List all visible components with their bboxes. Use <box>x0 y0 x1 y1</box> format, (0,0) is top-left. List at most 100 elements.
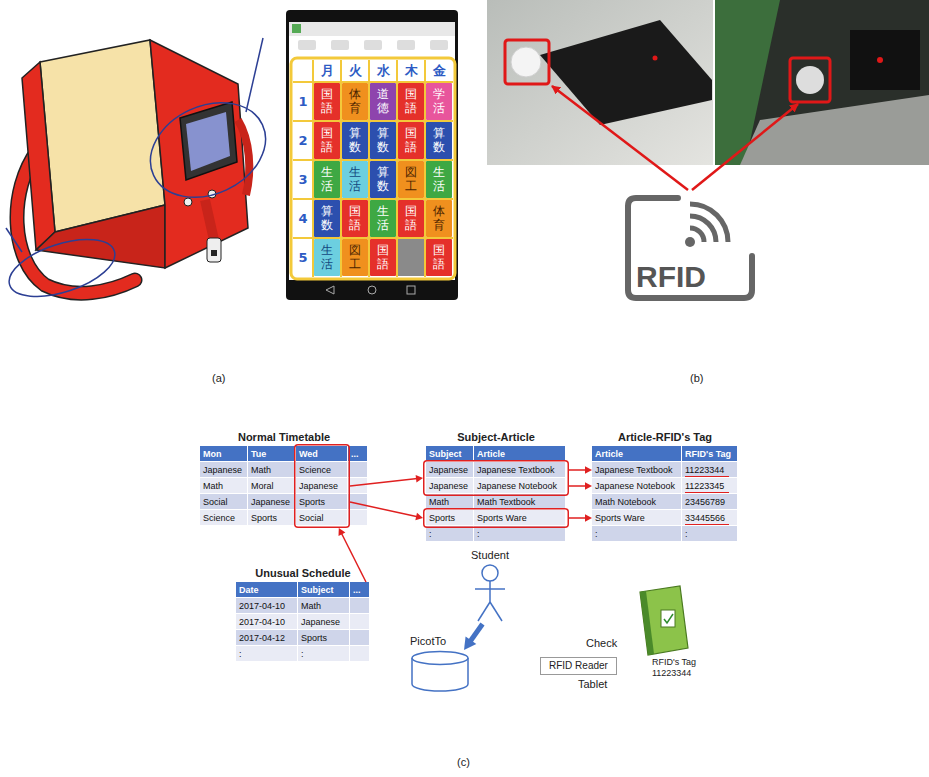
tablet-screenshot <box>286 10 458 300</box>
subject-label: 国語 <box>433 244 445 270</box>
cylinder-shape <box>410 650 470 692</box>
buckle <box>207 238 221 262</box>
device-label: Tablet <box>578 678 607 691</box>
table-header-cell: Subject <box>298 582 350 598</box>
connector-arrow <box>464 624 483 650</box>
table-cell-background <box>348 510 367 525</box>
tag-sticker <box>661 610 675 627</box>
table-title: Article-RFID's Tag <box>618 431 712 443</box>
table-cell-background <box>474 526 565 541</box>
arrow-head <box>416 475 423 483</box>
timetable-cell: 算数 <box>426 122 452 159</box>
stud <box>184 198 192 206</box>
tablet-frame <box>180 102 237 180</box>
book <box>640 586 688 655</box>
data-table: Article-RFID's TagArticleRFID's TagJapan… <box>592 446 738 542</box>
subject-label: 道徳 <box>377 88 389 114</box>
table-header-cell: ... <box>348 446 368 462</box>
figure-label: Student <box>465 548 515 562</box>
day-header: 火 <box>341 60 369 82</box>
strap-outline <box>17 150 135 293</box>
day-header: 月 <box>313 60 341 82</box>
subject-label: 生活 <box>433 166 445 192</box>
pointer-line <box>6 228 22 252</box>
highlight-outline: SportsSports Ware <box>423 508 569 528</box>
photo-divider <box>713 0 715 165</box>
buckle-strap <box>205 200 214 240</box>
back-panel <box>40 40 165 232</box>
figure-body <box>489 581 491 602</box>
flap <box>150 40 248 268</box>
table-cell: 2017-04-12 <box>236 630 298 646</box>
nav-back <box>326 286 334 294</box>
timetable-cell: 生活 <box>314 239 340 276</box>
table-cell: Math <box>298 598 350 614</box>
timetable-cell: 国語 <box>398 83 424 120</box>
toolbar-button <box>397 40 415 50</box>
tag-label: RFID's Tag <box>652 657 696 668</box>
table-cell: : <box>682 526 738 542</box>
table-header-cell: Article <box>474 446 566 462</box>
app-bar <box>289 22 455 36</box>
panel-label: (b) <box>690 372 703 385</box>
table-cell: Math <box>248 462 296 478</box>
table-cell-background <box>348 478 367 493</box>
led <box>877 57 883 63</box>
arrow-head <box>464 636 476 650</box>
timetable-cell: 生活 <box>370 200 396 237</box>
highlight-ellipse <box>135 85 281 215</box>
connector-arrow <box>569 466 592 474</box>
stud <box>208 190 216 198</box>
timetable-cell: 生活 <box>314 161 340 198</box>
table-header-cell: Mon <box>200 446 248 462</box>
table-cell-background <box>350 614 369 629</box>
figure-arms <box>475 588 505 590</box>
figure-leg <box>478 602 490 621</box>
nav-recent <box>407 286 415 294</box>
table-cell: Japanese <box>248 494 296 510</box>
pointer-arrow <box>692 104 798 190</box>
table-cell: Sports <box>248 510 296 526</box>
bottom-band <box>36 205 165 268</box>
tag-underline <box>685 524 729 526</box>
timetable-cell: 体育 <box>342 83 368 120</box>
subject-label: 国語 <box>405 88 417 114</box>
student-figure: Student <box>465 548 515 624</box>
connector-line <box>569 469 586 471</box>
table-cell: Sports Ware <box>474 510 566 526</box>
table-cell: Sports <box>296 494 348 510</box>
subject-label: 国語 <box>321 88 333 114</box>
icon-label: RFID <box>636 262 706 292</box>
empty-cell <box>398 239 424 276</box>
table-cell: Math <box>426 494 474 510</box>
toolbar-button <box>298 40 316 50</box>
arrow-head <box>585 514 592 522</box>
highlight-outline: WedScienceJapaneseSportsSocial <box>294 444 350 528</box>
tag-underline <box>685 476 729 478</box>
period-number: 1 <box>293 82 313 121</box>
table-cell-background <box>350 598 369 613</box>
box-label: RFID Reader <box>549 659 608 673</box>
timetable-cell: 算数 <box>342 122 368 159</box>
circuit-board <box>850 30 920 90</box>
book-spine <box>640 591 654 655</box>
table-cell: 33445566 <box>682 510 738 526</box>
led <box>653 56 658 61</box>
rfid-tag <box>511 47 541 77</box>
timetable-cell: 国語 <box>314 83 340 120</box>
highlight-box <box>505 40 549 84</box>
timetable-cell: 図工 <box>398 161 424 198</box>
highlight-ellipse <box>2 228 121 308</box>
subject-label: 算数 <box>433 127 445 153</box>
table-cell: Japanese Textbook <box>592 462 682 478</box>
screen <box>289 36 455 280</box>
check-mark <box>664 614 673 623</box>
table-cell: Japanese Textbook <box>474 462 566 478</box>
toolbar-button <box>331 40 349 50</box>
panel-label: (c) <box>457 756 470 769</box>
arrow-head <box>585 482 592 490</box>
table-cell: : <box>474 526 566 542</box>
timetable-cell: 国語 <box>314 122 340 159</box>
data-table: Normal TimetableWedScienceJapaneseSports… <box>200 446 368 526</box>
